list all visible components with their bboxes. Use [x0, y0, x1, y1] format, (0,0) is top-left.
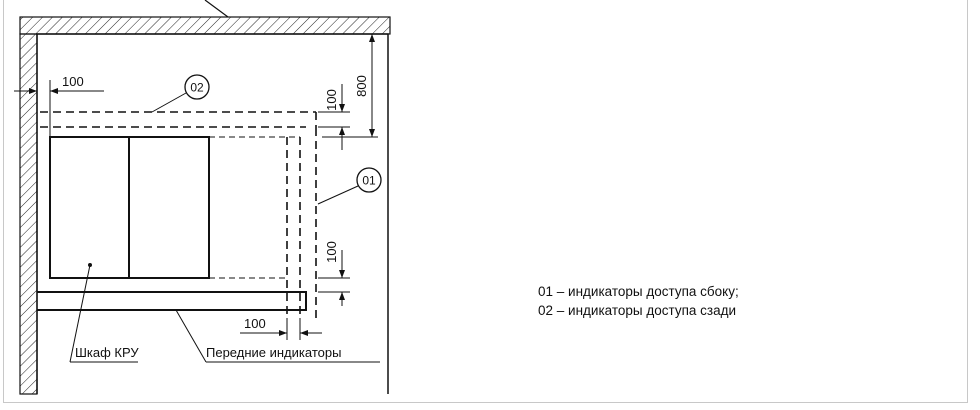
callout-02-label: 02: [190, 81, 204, 95]
legend: 01 – индикаторы доступа сбоку; 02 – инди…: [538, 282, 739, 320]
cabinet-leader: Шкаф КРУ: [69, 263, 139, 363]
dimension-top-clearance: 800: [322, 33, 378, 138]
callout-01-label: 01: [362, 174, 376, 188]
front-indicators-label: Передние индикаторы: [206, 345, 341, 360]
room-inner-outline: [36, 33, 389, 394]
dim-bottom-100-label: 100: [324, 241, 339, 263]
dim-side-100-label: 100: [244, 316, 266, 331]
dim-left-100-label: 100: [62, 74, 84, 89]
wall-leader-line: [204, 0, 229, 18]
dimension-left-gap: 100: [14, 74, 104, 137]
legend-item-02: 02 – индикаторы доступа сзади: [538, 303, 737, 318]
side-indicators-dashed: [286, 128, 317, 318]
room-walls: [19, 0, 391, 395]
dim-rear-100-label: 100: [324, 89, 339, 111]
dimension-rear-gap: 100: [318, 84, 350, 150]
dim-800-label: 800: [354, 75, 369, 97]
dimension-bottom-gap: 100: [318, 241, 350, 306]
cabinet-label: Шкаф КРУ: [75, 345, 139, 360]
legend-item-01: 01 – индикаторы доступа сбоку;: [538, 284, 739, 299]
dimension-side-gap: 100: [240, 316, 322, 340]
thin-dashed-guides: [209, 136, 300, 279]
top-wall-hatch: [19, 16, 391, 35]
floor-slab: [37, 291, 307, 311]
callout-01: 01: [317, 167, 382, 205]
cabinet-kru: [49, 136, 210, 279]
callout-02: 02: [151, 74, 210, 113]
rear-indicators-dashed: [40, 111, 317, 128]
front-indicators-leader: Передние индикаторы: [175, 309, 380, 363]
left-wall-hatch: [19, 33, 38, 395]
